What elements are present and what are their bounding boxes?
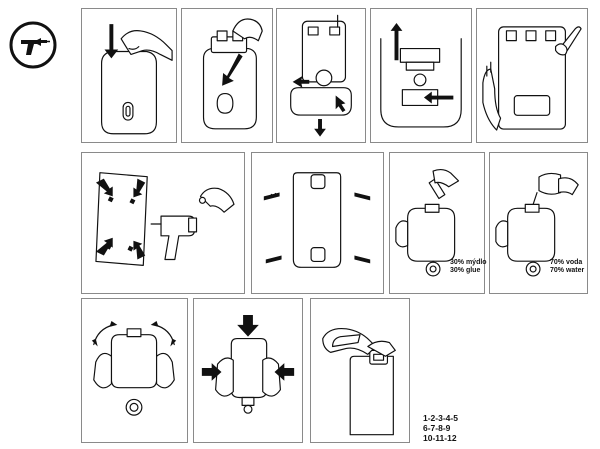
water-ratio-label: 70% voda 70% water (550, 259, 584, 275)
step-panel-5 (476, 8, 588, 143)
water-ratio-line-2: 70% water (550, 267, 585, 274)
step-panel-6 (81, 152, 245, 294)
step-panel-4 (370, 8, 472, 143)
step-order-line-2: 6-7-8-9 (423, 423, 451, 433)
step-panel-7 (251, 152, 384, 294)
power-drill-icon (8, 20, 58, 70)
soap-ratio-line-2: 30% glue (450, 267, 481, 274)
step-order-line-1: 1-2-3-4-5 (423, 413, 458, 423)
step-panel-3 (276, 8, 366, 143)
step-panel-11 (193, 298, 303, 443)
step-panel-8: 30% mýdlo 30% glue (389, 152, 487, 294)
soap-ratio-line-1: 30% mýdlo (450, 259, 487, 266)
assembly-step-order: 1-2-3-4-5 6-7-8-9 10-11-12 (423, 413, 458, 443)
water-ratio-line-1: 70% voda (550, 259, 583, 266)
step-panel-2 (181, 8, 273, 143)
soap-ratio-label: 30% mýdlo 30% glue (450, 259, 487, 275)
step-panel-1 (81, 8, 177, 143)
step-panel-12 (310, 298, 410, 443)
step-panel-10 (81, 298, 188, 443)
step-order-line-3: 10-11-12 (423, 433, 457, 443)
step-panel-9: 70% voda 70% water (489, 152, 588, 294)
